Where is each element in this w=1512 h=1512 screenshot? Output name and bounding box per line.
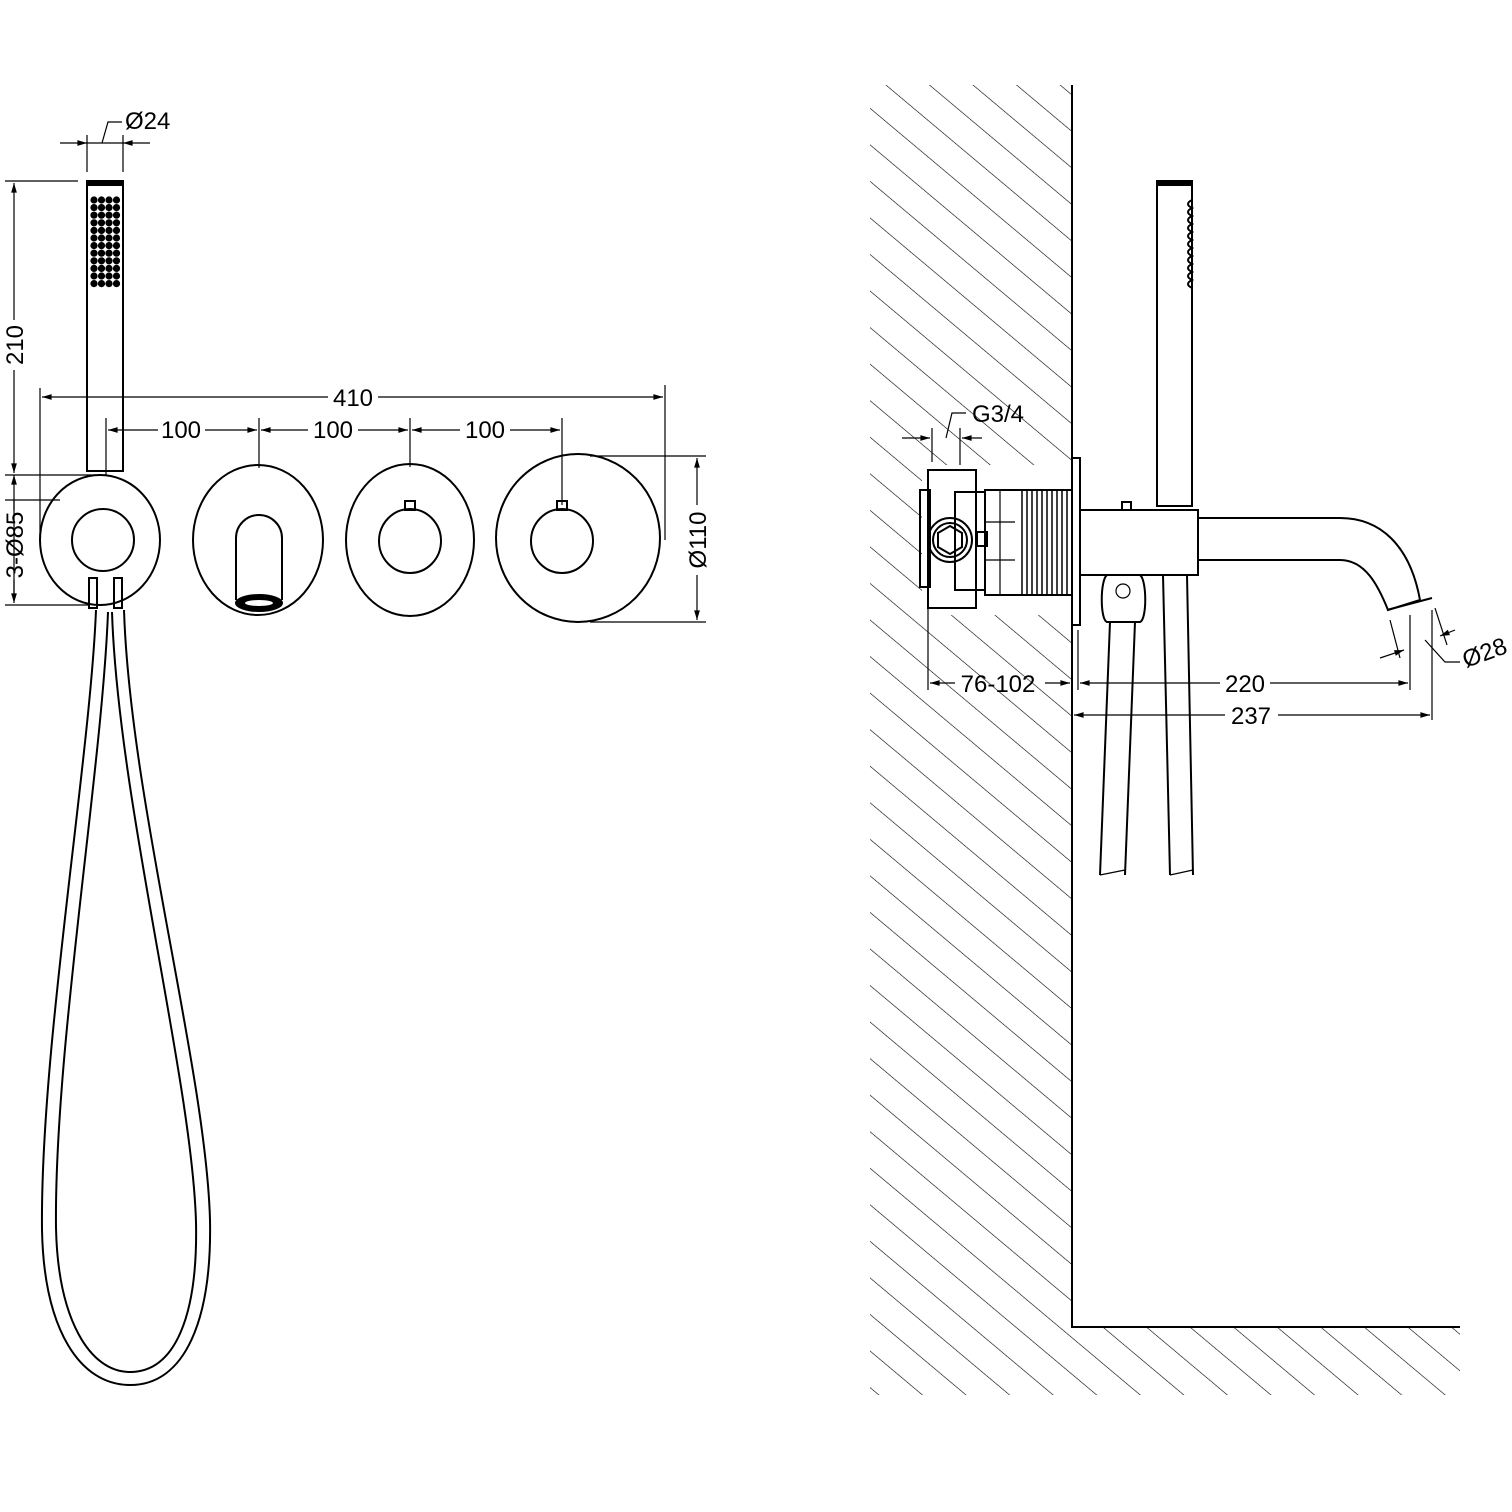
nozzle-dot	[105, 272, 113, 280]
nozzle-dot	[105, 204, 113, 212]
nozzle-dot	[97, 211, 106, 219]
nozzle-dot	[90, 242, 98, 250]
nozzle-dot	[90, 280, 98, 288]
dim-plate-dia: 3-Ø85	[2, 512, 29, 579]
nozzle-dot	[105, 264, 113, 272]
nozzle-dot	[90, 219, 98, 227]
thermostat-wall-plate	[495, 453, 661, 623]
dim-handshower-dia: Ø24	[125, 108, 170, 135]
thread-lines	[1021, 490, 1068, 595]
nozzle-dot	[112, 219, 121, 227]
hose-connector	[113, 577, 123, 609]
hose	[40, 609, 212, 1387]
dim-wall-depth: 76-102	[961, 671, 1036, 698]
dim-overall-width: 410	[333, 385, 373, 412]
dim-spacing-1: 100	[161, 417, 201, 444]
nozzle-dot	[90, 196, 98, 204]
nozzle-dot	[112, 264, 121, 272]
nozzle-dot	[90, 272, 98, 280]
nozzle-dot	[105, 280, 113, 288]
dim-large-plate-dia: Ø110	[685, 512, 712, 569]
nozzle-dot	[112, 226, 121, 234]
nozzle-grid	[90, 196, 121, 288]
thermostat-knob	[530, 500, 594, 574]
diverter-knob	[378, 500, 442, 574]
nozzle-dot	[105, 234, 113, 242]
nozzle-dot	[97, 204, 106, 212]
mixer-body	[1079, 501, 1433, 612]
dim-thread: G3/4	[972, 401, 1024, 428]
nozzle-dot	[90, 249, 98, 257]
dimension-lines	[5, 121, 706, 623]
nozzle-dot	[112, 242, 121, 250]
nozzle-dot	[105, 257, 113, 265]
dim-spout-dia: Ø28	[1459, 633, 1511, 674]
wall-section-hatch	[870, 85, 1460, 1395]
nozzle-dot	[97, 219, 106, 227]
hose-connector	[88, 577, 98, 609]
nozzle-dot	[105, 211, 113, 219]
dim-spacing-3: 100	[465, 417, 505, 444]
nozzle-dot	[112, 204, 121, 212]
nozzle-dot	[97, 280, 106, 288]
handshower-side	[1156, 180, 1195, 507]
dim-spout-reach: 220	[1225, 671, 1265, 698]
diverter-wall-plate	[345, 463, 475, 617]
nozzle-dot	[97, 234, 106, 242]
concealed-valve-body	[919, 457, 1082, 626]
dim-spacing-2: 100	[313, 417, 353, 444]
nozzle-dot	[90, 264, 98, 272]
handshower-holder	[71, 508, 135, 572]
nozzle-dot	[97, 196, 106, 204]
side-view: G3/4 76-102 220 237 Ø28	[870, 85, 1511, 1395]
nozzle-dot	[112, 211, 121, 219]
nozzle-dot	[105, 249, 113, 257]
nozzle-dot	[105, 226, 113, 234]
nozzle-dot	[105, 196, 113, 204]
hoses	[1099, 574, 1194, 876]
nozzle-dot	[90, 226, 98, 234]
dim-handshower-length: 210	[2, 325, 29, 365]
nozzle-dot	[97, 272, 106, 280]
spout-front	[235, 514, 283, 612]
spout-wall-plate	[192, 464, 324, 616]
handshower	[86, 180, 124, 472]
nozzle-dot	[112, 257, 121, 265]
nozzle-dot	[97, 257, 106, 265]
dim-overall-projection: 237	[1231, 703, 1271, 730]
nozzle-dot	[97, 226, 106, 234]
nozzle-dot	[105, 219, 113, 227]
nozzle-dot	[97, 242, 106, 250]
nozzle-dot	[112, 196, 121, 204]
nozzle-dot	[90, 257, 98, 265]
nozzle-dot	[112, 234, 121, 242]
nozzle-dot	[97, 264, 106, 272]
nozzle-dot	[97, 249, 106, 257]
nozzle-dot	[112, 272, 121, 280]
nozzle-dot	[112, 249, 121, 257]
side-dimension-lines	[902, 412, 1460, 720]
nozzle-dot	[90, 204, 98, 212]
nozzle-dot	[112, 280, 121, 288]
nozzle-dot	[105, 242, 113, 250]
nozzle-dot	[90, 234, 98, 242]
nozzle-dot	[90, 211, 98, 219]
front-view: Ø24 210 3-Ø85 410 100 100 100 Ø110	[2, 108, 712, 1387]
